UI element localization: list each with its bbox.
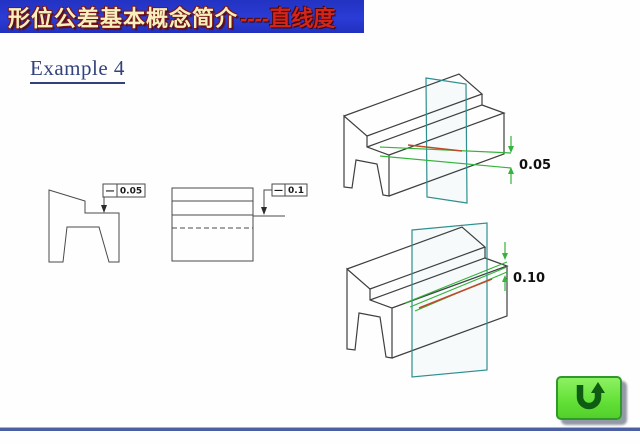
- dimension-arrowhead-up-icon: [502, 275, 508, 282]
- workpiece-outline: [48, 189, 120, 263]
- middle-2d-view: — 0.1: [171, 183, 308, 262]
- title-bar: 形位公差基本概念简介 ----直线度: [0, 0, 364, 33]
- dimension-arrowhead-down-icon: [502, 253, 508, 260]
- block-right-face: [391, 266, 508, 359]
- cutting-plane: [411, 222, 488, 378]
- example-heading: Example 4: [30, 56, 125, 84]
- block-roof-face: [343, 73, 484, 137]
- block-front-face: [346, 267, 393, 359]
- tolerance-frame: [102, 183, 146, 198]
- leader-arrowhead-icon: [261, 207, 267, 215]
- footer-rule: [0, 427, 640, 431]
- tolerance-value: 0.05: [120, 187, 142, 197]
- cutting-plane: [425, 77, 468, 204]
- u-turn-arrow-icon: [576, 382, 605, 410]
- actual-surface-line: [407, 144, 463, 152]
- tolerance-value: 0.1: [288, 186, 304, 196]
- straightness-symbol: —: [106, 187, 115, 197]
- leader-line: [263, 189, 272, 208]
- tolerance-zone-line-upper: [379, 146, 512, 154]
- leader-arrowhead-icon: [101, 205, 107, 213]
- actual-surface-line: [418, 278, 493, 309]
- left-2d-view: — 0.05: [48, 183, 146, 263]
- dimension-arrowhead-up-icon: [508, 167, 514, 174]
- tolerance-zone-line-2: [409, 266, 508, 308]
- dimension-label: 0.05: [519, 158, 551, 173]
- dimension-arrowhead-down-icon: [508, 146, 514, 153]
- workpiece-outline: [171, 187, 254, 262]
- return-button[interactable]: [556, 376, 622, 420]
- dimension-label: 0.10: [513, 271, 545, 286]
- block-front-face: [343, 114, 390, 197]
- tolerance-zone-line-lower: [379, 155, 512, 169]
- top-3d-view: 0.05: [343, 73, 551, 204]
- title-text-suffix: ----直线度: [240, 5, 336, 31]
- tolerance-zone-line-1: [404, 261, 508, 304]
- block-roof-face: [346, 226, 487, 290]
- straightness-symbol: —: [274, 186, 283, 196]
- bottom-3d-view: 0.10: [346, 222, 545, 378]
- title-text-main: 形位公差基本概念简介: [8, 5, 239, 31]
